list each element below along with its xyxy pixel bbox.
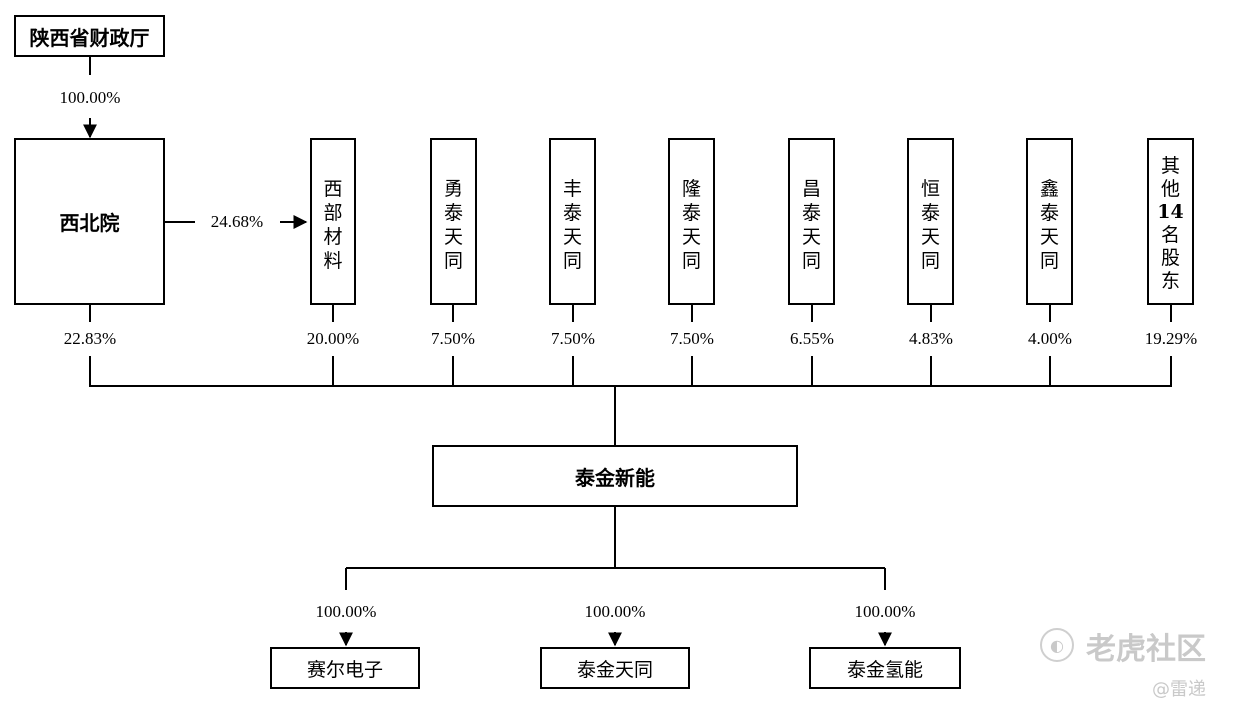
shareholder-label-line: 东 bbox=[1160, 269, 1180, 292]
shareholder-label: 隆泰天同 bbox=[681, 177, 701, 272]
shareholder-label-line: 名 bbox=[1160, 223, 1180, 246]
shareholder-box-longtai-tiantong: 隆泰天同 bbox=[668, 138, 715, 305]
northwest-to-materials-percentage: 24.68% bbox=[210, 212, 264, 231]
watermark-logo-icon: ◐ bbox=[1040, 628, 1074, 662]
shareholder-label: 昌泰天同 bbox=[801, 177, 821, 272]
shareholder-box-xintai-tiantong: 鑫泰天同 bbox=[1026, 138, 1073, 305]
subsidiary-percentage: 100.00% bbox=[584, 602, 646, 621]
shareholder-box-fengtai-tiantong: 丰泰天同 bbox=[549, 138, 596, 305]
shareholder-box-xibu-cailiao: 西部材料 bbox=[310, 138, 356, 305]
top-owner-label: 陕西省财政厅 bbox=[29, 25, 150, 50]
shareholder-label-line: 14 bbox=[1157, 200, 1184, 223]
northwest-institute-box: 西北院 bbox=[14, 138, 165, 305]
shareholder-label-line: 他 bbox=[1160, 177, 1180, 200]
shareholder-percentage: 6.55% bbox=[790, 329, 834, 348]
subsidiary-box-saier-dianzi: 赛尔电子 bbox=[270, 647, 420, 689]
shareholder-label: 鑫泰天同 bbox=[1039, 177, 1059, 272]
shareholder-percentage: 4.83% bbox=[909, 329, 953, 348]
subsidiary-percentage: 100.00% bbox=[315, 602, 377, 621]
shareholder-percentage: 19.29% bbox=[1144, 329, 1198, 348]
shareholder-box-other-14: 其 他 14 名 股 东 bbox=[1147, 138, 1194, 305]
subsidiary-box-taijin-qingneng: 泰金氢能 bbox=[809, 647, 961, 689]
shareholder-label-line: 股 bbox=[1160, 246, 1180, 269]
shareholder-label: 恒泰天同 bbox=[920, 177, 940, 272]
shareholder-label: 勇泰天同 bbox=[443, 177, 463, 272]
northwest-institute-label: 西北院 bbox=[59, 211, 120, 235]
shareholder-label: 西部材料 bbox=[323, 177, 343, 272]
shareholder-percentage: 7.50% bbox=[670, 329, 714, 348]
top-owner-box: 陕西省财政厅 bbox=[14, 15, 165, 57]
subsidiary-label: 赛尔电子 bbox=[306, 658, 383, 681]
company-box: 泰金新能 bbox=[432, 445, 798, 507]
subsidiary-label: 泰金天同 bbox=[576, 658, 653, 681]
top-owner-percentage: 100.00% bbox=[59, 88, 121, 107]
shareholder-percentage: 7.50% bbox=[431, 329, 475, 348]
shareholder-label-line: 其 bbox=[1160, 154, 1180, 177]
shareholder-label: 丰泰天同 bbox=[562, 177, 582, 272]
watermark-brand: 老虎社区 bbox=[1086, 632, 1206, 667]
northwest-percentage: 22.83% bbox=[63, 329, 117, 348]
shareholder-box-changtai-tiantong: 昌泰天同 bbox=[788, 138, 835, 305]
shareholder-box-yongtai-tiantong: 勇泰天同 bbox=[430, 138, 477, 305]
shareholder-percentage: 7.50% bbox=[551, 329, 595, 348]
watermark-handle: @雷递 bbox=[1152, 679, 1206, 700]
shareholder-percentage: 4.00% bbox=[1028, 329, 1072, 348]
company-label: 泰金新能 bbox=[575, 465, 655, 490]
shareholder-percentage: 20.00% bbox=[306, 329, 360, 348]
shareholder-box-hengtai-tiantong: 恒泰天同 bbox=[907, 138, 954, 305]
subsidiary-label: 泰金氢能 bbox=[846, 658, 923, 681]
subsidiary-box-taijin-tiantong: 泰金天同 bbox=[540, 647, 690, 689]
subsidiary-percentage: 100.00% bbox=[854, 602, 916, 621]
